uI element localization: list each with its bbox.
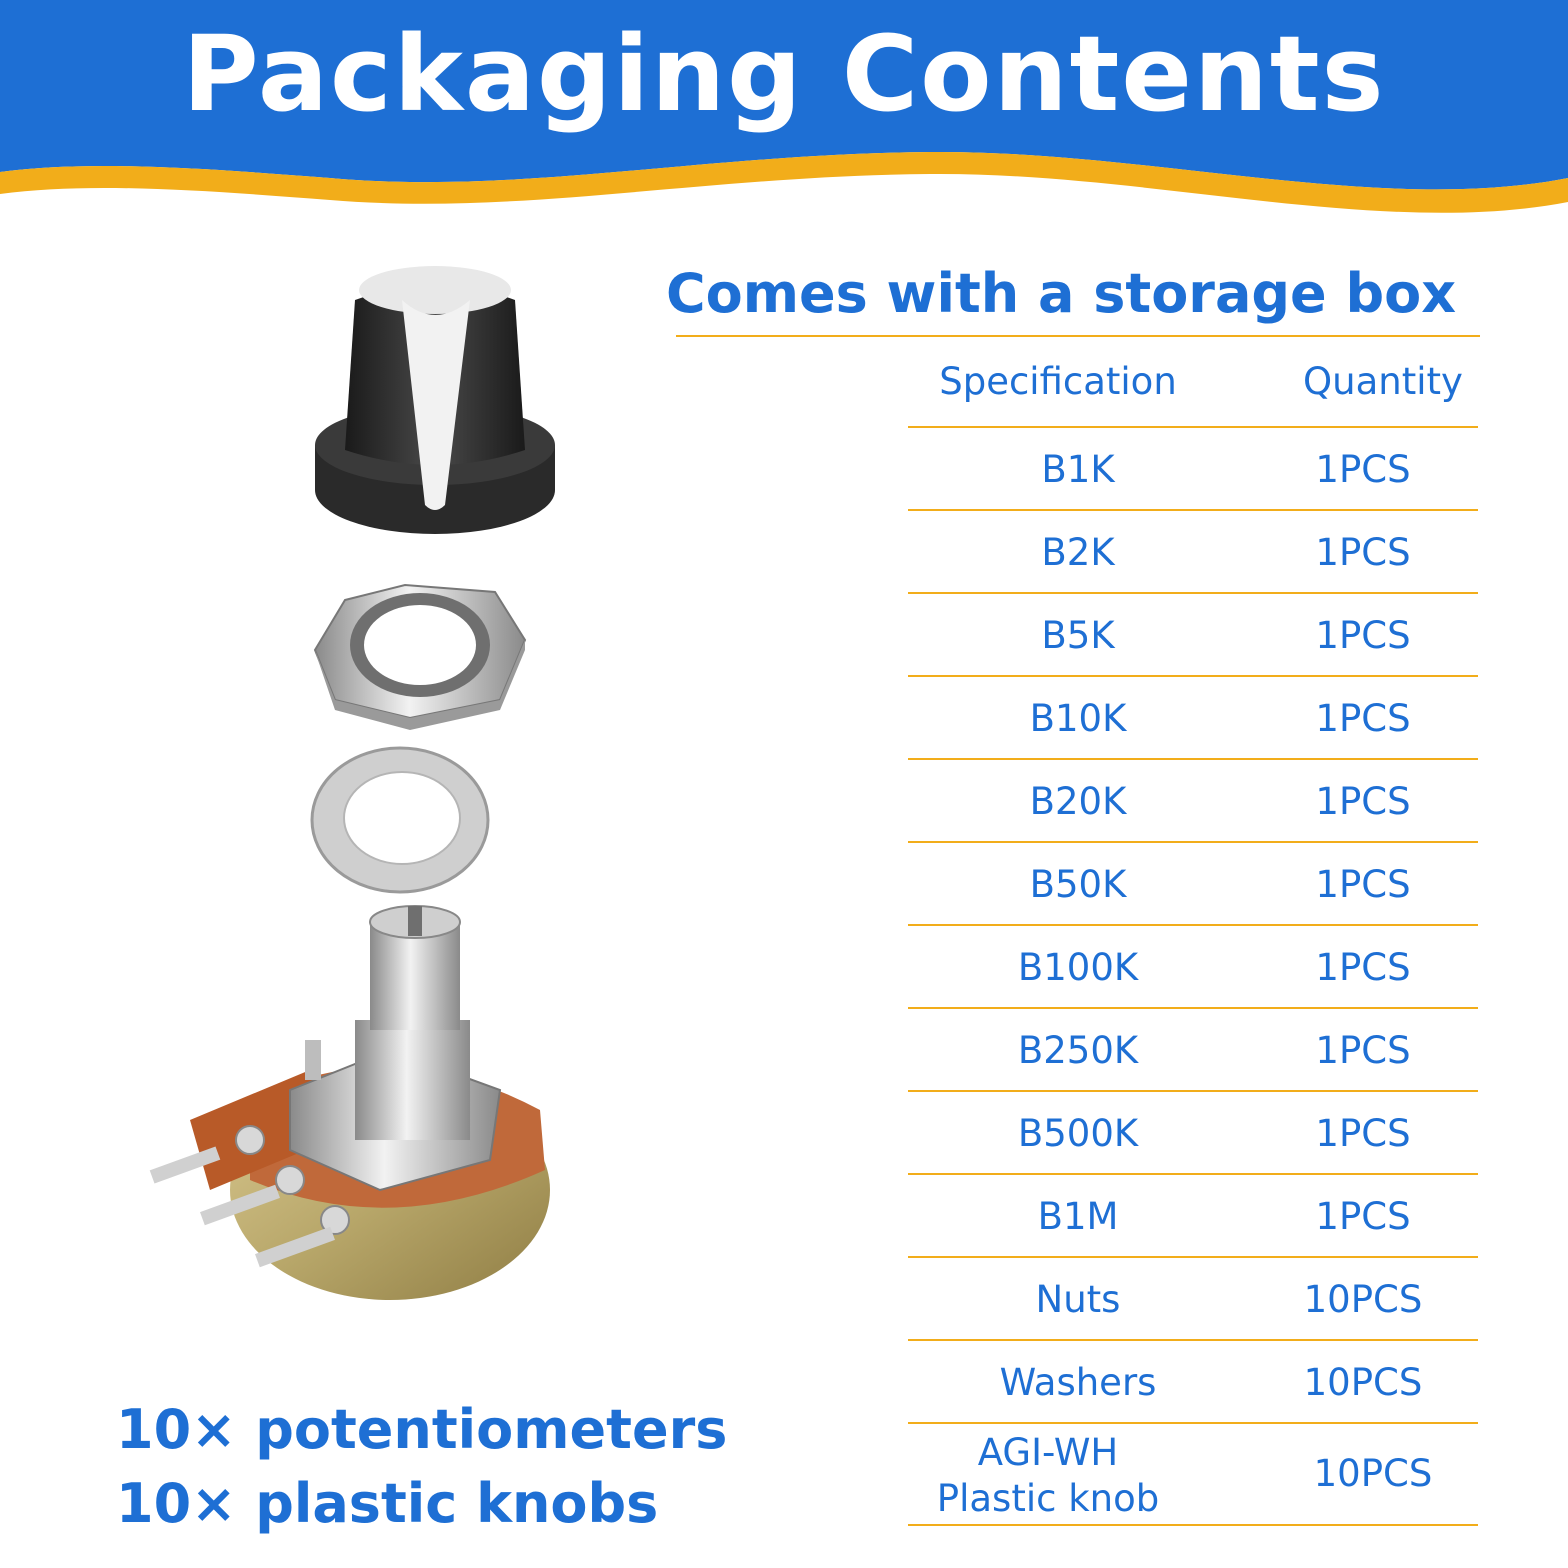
table-row: B1K 1PCS (908, 428, 1478, 511)
caption-plastic-knobs: 10× plastic knobs (116, 1472, 659, 1535)
qty-cell: 10PCS (1313, 1452, 1433, 1495)
header-specification: Specification (939, 360, 1177, 403)
spec-cell: B50K (1029, 863, 1127, 906)
spec-cell: B1M (1037, 1195, 1119, 1238)
table-row: B20K 1PCS (908, 760, 1478, 843)
qty-cell: 1PCS (1315, 614, 1411, 657)
spec-cell: B1K (1041, 448, 1115, 491)
qty-cell: 1PCS (1315, 697, 1411, 740)
header-quantity: Quantity (1303, 360, 1463, 403)
table-row: B2K 1PCS (908, 511, 1478, 594)
table-row: B5K 1PCS (908, 594, 1478, 677)
table-header-row: Specification Quantity (908, 344, 1478, 428)
knob-icon (315, 266, 555, 534)
spec-cell: B250K (1017, 1029, 1139, 1072)
spec-cell: Nuts (1035, 1278, 1121, 1321)
qty-cell: 1PCS (1315, 448, 1411, 491)
spec-cell: AGI-WH Plastic knob (878, 1430, 1218, 1522)
qty-cell: 1PCS (1315, 780, 1411, 823)
caption-potentiometers: 10× potentiometers (116, 1398, 728, 1461)
product-illustration (149, 266, 555, 1300)
qty-cell: 1PCS (1315, 1195, 1411, 1238)
qty-cell: 1PCS (1315, 1029, 1411, 1072)
header-banner (0, 0, 1568, 230)
spec-cell: B2K (1041, 531, 1115, 574)
washer-icon (310, 746, 490, 894)
table-row: Washers 10PCS (908, 1341, 1478, 1424)
spec-cell: B10K (1029, 697, 1127, 740)
table-row: B1M 1PCS (908, 1175, 1478, 1258)
nut-icon (313, 583, 527, 730)
spec-cell: B20K (1029, 780, 1127, 823)
table-row: B50K 1PCS (908, 843, 1478, 926)
spec-cell: B100K (1017, 946, 1139, 989)
table-row: AGI-WH Plastic knob 10PCS (908, 1424, 1478, 1526)
spec-cell: B500K (1017, 1112, 1139, 1155)
table-row: Nuts 10PCS (908, 1258, 1478, 1341)
table-row: B10K 1PCS (908, 677, 1478, 760)
spec-cell: Washers (999, 1361, 1157, 1404)
page-title: Packaging Contents (182, 13, 1386, 135)
qty-cell: 1PCS (1315, 531, 1411, 574)
potentiometer-icon (149, 905, 550, 1300)
qty-cell: 1PCS (1315, 863, 1411, 906)
subtitle-divider (676, 335, 1480, 337)
table-row: B500K 1PCS (908, 1092, 1478, 1175)
qty-cell: 1PCS (1315, 1112, 1411, 1155)
spec-cell: B5K (1041, 614, 1115, 657)
qty-cell: 10PCS (1303, 1278, 1423, 1321)
storage-box-subtitle: Comes with a storage box (666, 262, 1457, 325)
table-row: B100K 1PCS (908, 926, 1478, 1009)
table-row: B250K 1PCS (908, 1009, 1478, 1092)
spec-line-2: Plastic knob (936, 1477, 1160, 1520)
qty-cell: 1PCS (1315, 946, 1411, 989)
qty-cell: 10PCS (1303, 1361, 1423, 1404)
spec-line-1: AGI-WH (977, 1431, 1119, 1474)
